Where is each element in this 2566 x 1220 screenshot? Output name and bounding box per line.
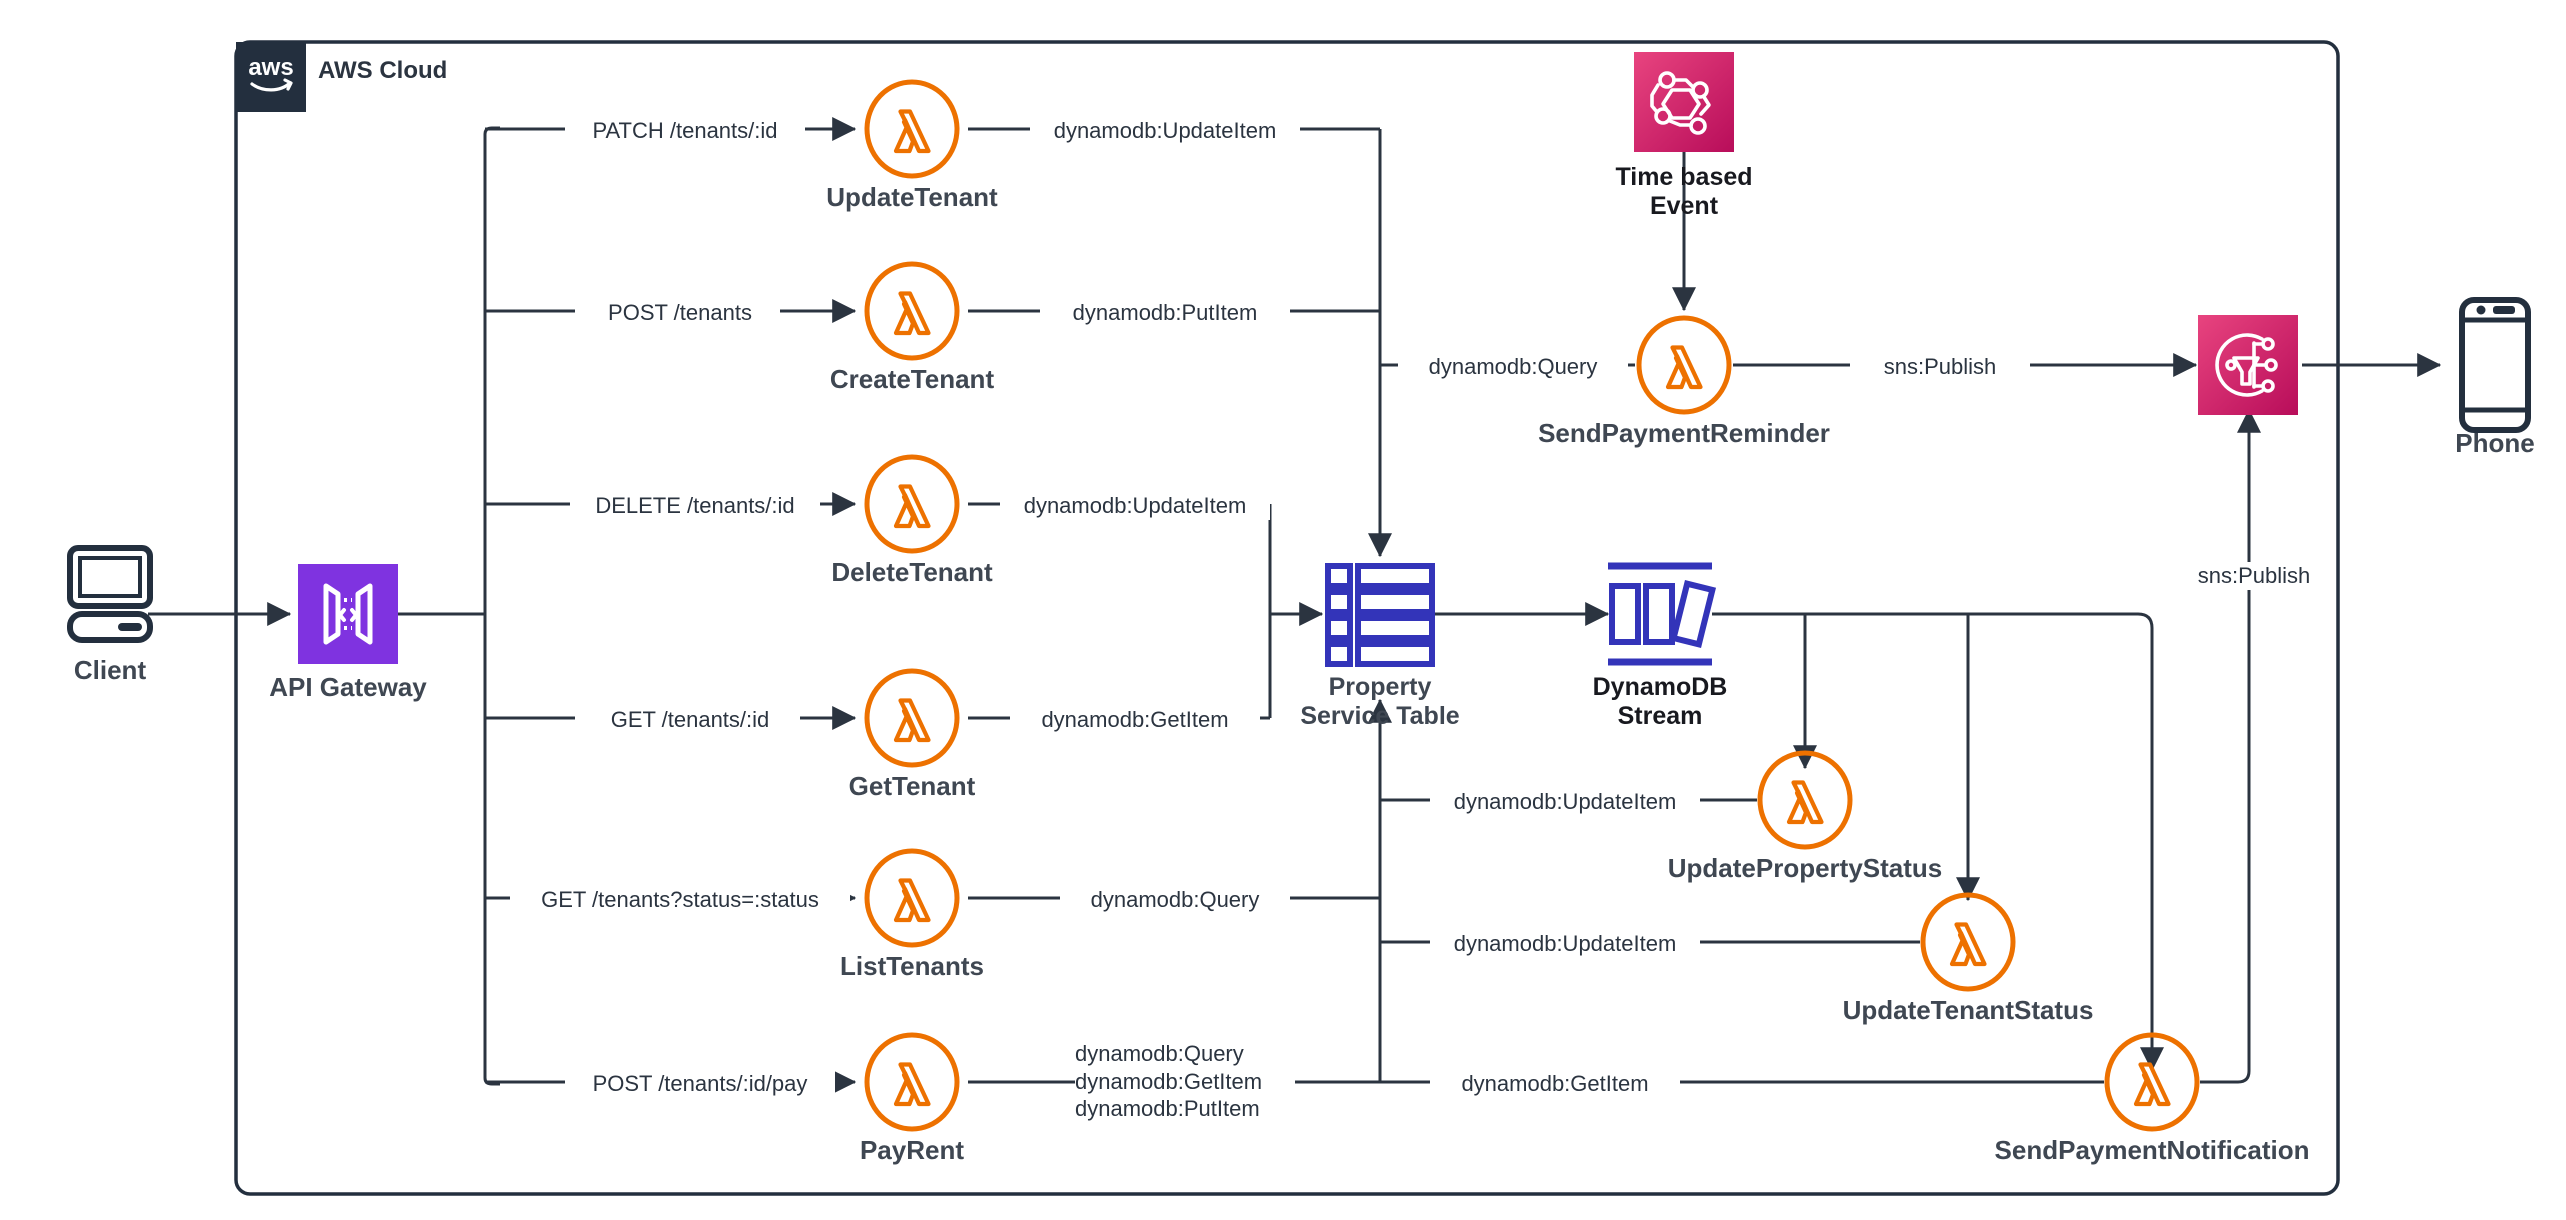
api-gateway-icon	[298, 564, 398, 664]
eventbridge-icon	[1634, 52, 1734, 152]
stream-fanout	[1712, 612, 2164, 1072]
bus-corners	[483, 126, 500, 1086]
lambda-icon-update-tenant-status	[1920, 892, 2016, 992]
edge-notification-to-sns	[2200, 408, 2261, 1084]
lambda-icon-pay-rent	[864, 1032, 960, 1132]
table-to-stream-lambdas	[1380, 798, 2104, 1084]
aws-cloud-title: AWS Cloud	[318, 57, 448, 84]
lambda-icon-create-tenant	[864, 261, 960, 361]
aws-cloud-boundary: aws	[234, 40, 2340, 1196]
lambda-icon-send-payment-notification	[2104, 1032, 2200, 1132]
lambda-icon-send-payment-reminder	[1636, 315, 1732, 415]
aws-logo-icon: aws	[248, 54, 294, 92]
dynamodb-stream-icon	[1608, 562, 1717, 666]
lambda-to-table-lines	[968, 127, 1392, 1084]
lambda-icon-get-tenant	[864, 668, 960, 768]
lambda-icon-list-tenants	[864, 848, 960, 948]
mobile-phone-icon	[2459, 297, 2531, 433]
sns-icon	[2198, 315, 2298, 415]
dynamodb-table-icon	[1325, 563, 1435, 667]
lambda-icon-update-property-status	[1757, 750, 1853, 850]
desktop-computer-icon	[67, 545, 153, 643]
lambda-icon-delete-tenant	[864, 454, 960, 554]
apigw-branch-arrows	[700, 117, 857, 1094]
svg-text:aws: aws	[248, 54, 293, 81]
lambda-icon-update-tenant	[864, 79, 960, 179]
apigw-fanout-bus	[398, 127, 575, 1084]
